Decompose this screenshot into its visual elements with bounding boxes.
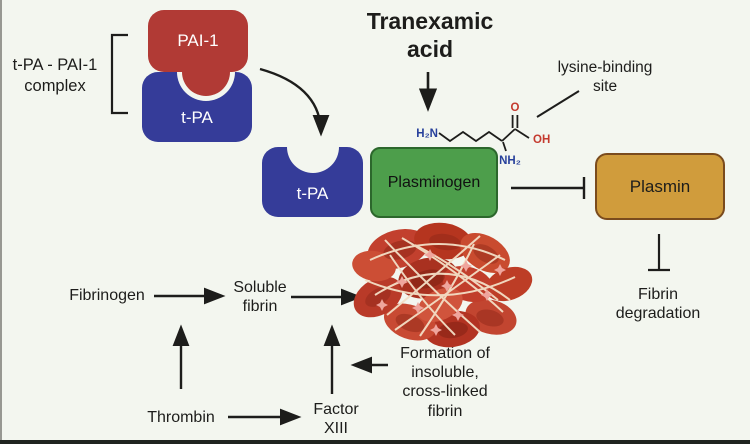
formation-cross-linked-label: Formation of insoluble, cross-linked fib…: [400, 345, 490, 420]
lysine-binding-site-label: lysine-binding site: [557, 59, 653, 95]
left-edge-shadow: [0, 0, 2, 444]
complex-bracket: [110, 33, 128, 115]
fibrin-degradation-label: Fibrin degradation: [615, 286, 701, 323]
tpa-pai1-complex-caption: t-PA - PAI-1 complex: [12, 56, 98, 95]
pai1-box: PAI-1: [148, 10, 248, 72]
platelets: [376, 249, 506, 336]
bond: [502, 141, 507, 152]
plasminogen-box: Plasminogen: [370, 147, 498, 218]
plasmin-box: Plasmin: [595, 153, 725, 220]
tpa-free-notch: [287, 121, 339, 173]
h2n-atom-label: H₂N: [416, 128, 438, 140]
o-atom-label: O: [511, 102, 520, 114]
oh-atom-label: OH: [533, 134, 550, 146]
plasmin-label: Plasmin: [629, 176, 691, 196]
fibrin-strands: [364, 235, 516, 337]
bottom-edge-bar: [0, 440, 750, 444]
lysine-chain: [438, 130, 503, 143]
plasminogen-label: Plasminogen: [387, 173, 481, 191]
fibrin-clot-illustration: [352, 222, 533, 348]
fibrinogen-label: Fibrinogen: [69, 287, 145, 304]
diagram-title: Tranexamic acid: [366, 8, 494, 62]
factor-xiii-label: Factor XIII: [313, 401, 359, 438]
tbar-plasminogen-to-plasmin: [511, 177, 586, 199]
red-blood-cells: [352, 222, 533, 348]
soluble-fibrin-label: Soluble fibrin: [233, 279, 287, 316]
bond: [501, 128, 516, 142]
tpa-complex-label: t-PA: [181, 108, 213, 127]
thrombin-label: Thrombin: [147, 409, 215, 426]
bond: [514, 128, 530, 139]
pai1-label: PAI-1: [177, 31, 219, 50]
tbar-plasmin-to-fibrin-degradation: [648, 234, 670, 272]
tpa-free-label: t-PA: [296, 184, 329, 203]
nh2-atom-label: NH₂: [499, 155, 521, 167]
